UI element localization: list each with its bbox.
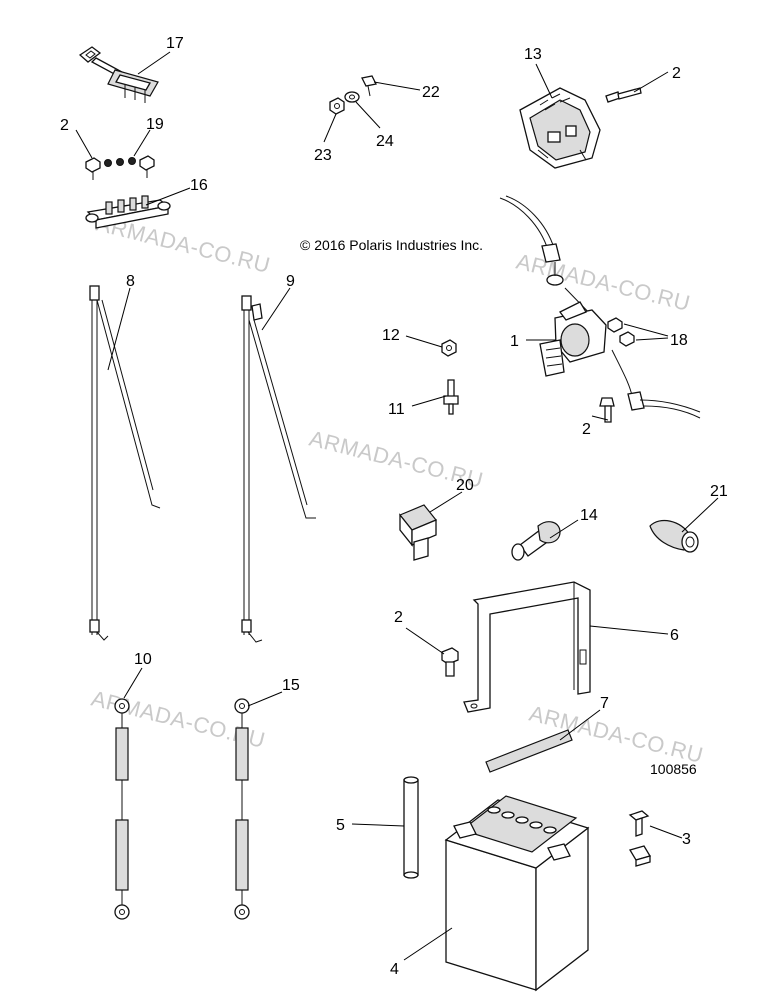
callout-2c: 2 <box>582 421 591 438</box>
leader-4 <box>403 927 453 961</box>
part-15-battery-cable <box>234 698 250 920</box>
callout-18: 18 <box>670 332 688 349</box>
leader-20 <box>429 491 463 513</box>
callout-2d: 2 <box>394 609 403 626</box>
leader-7 <box>559 709 601 741</box>
callout-9: 9 <box>286 273 295 290</box>
part-7-pad <box>485 729 573 773</box>
callout-16: 16 <box>190 177 208 194</box>
leader-12 <box>405 335 443 348</box>
leader-2b <box>633 71 669 93</box>
part-2-bolt-lower <box>441 647 459 677</box>
callout-7: 7 <box>600 695 609 712</box>
callout-2a: 2 <box>60 117 69 134</box>
callout-20: 20 <box>456 477 474 494</box>
part-19-hardware <box>85 155 155 180</box>
leader-16 <box>145 187 191 206</box>
callout-2b: 2 <box>672 65 681 82</box>
callout-3: 3 <box>682 831 691 848</box>
part-17-strap-tab <box>78 46 159 103</box>
callout-13: 13 <box>524 46 542 63</box>
callout-8: 8 <box>126 273 135 290</box>
copyright-text: © 2016 Polaris Industries Inc. <box>300 237 483 253</box>
leader-lines <box>75 51 719 961</box>
callout-23: 23 <box>314 147 332 164</box>
callout-12: 12 <box>382 327 400 344</box>
watermark-5: ARMADA-CO.RU <box>527 701 706 768</box>
part-14-elbow-boot <box>511 521 561 561</box>
leader-17 <box>137 51 171 75</box>
part-2-bolt-upper <box>605 87 642 103</box>
leader-21 <box>681 497 719 533</box>
leader-14 <box>549 519 579 539</box>
watermark-2: ARMADA-CO.RU <box>514 249 693 316</box>
part-16-terminal-block <box>85 195 171 229</box>
leader-13 <box>535 63 553 99</box>
callout-24: 24 <box>376 133 394 150</box>
leader-11 <box>411 395 447 407</box>
callout-10: 10 <box>134 651 152 668</box>
watermarks: ARMADA-CO.RU ARMADA-CO.RU ARMADA-CO.RU A… <box>89 211 706 768</box>
leader-22 <box>373 81 421 91</box>
callout-14: 14 <box>580 507 598 524</box>
part-18-nuts <box>607 317 635 347</box>
callout-11: 11 <box>388 401 405 418</box>
figure-number: 100856 <box>650 761 697 777</box>
part-13-control-module <box>519 87 601 169</box>
part-6-bracket <box>463 581 591 713</box>
part-1-solenoid <box>499 195 701 419</box>
part-11-stud <box>443 379 459 415</box>
part-22-23-24-hardware <box>329 75 377 115</box>
leader-2c <box>591 415 609 421</box>
part-12-nut <box>441 339 457 357</box>
leader-24 <box>355 101 381 129</box>
callout-19: 19 <box>146 116 164 133</box>
part-9-cable <box>241 295 316 643</box>
leader-8 <box>107 287 131 371</box>
part-20-terminal-boot <box>399 504 437 561</box>
callout-22: 22 <box>422 84 440 101</box>
leader-6 <box>589 625 669 635</box>
leader-15 <box>247 691 283 707</box>
leader-10 <box>123 667 143 699</box>
callout-21: 21 <box>710 483 728 500</box>
callout-5: 5 <box>336 817 345 834</box>
leader-5 <box>351 823 405 827</box>
callout-17: 17 <box>166 35 184 52</box>
leader-3 <box>649 825 683 839</box>
callouts: 17 2 19 16 13 2 22 23 24 8 9 12 11 1 18 … <box>60 35 728 978</box>
part-4-battery <box>444 795 590 992</box>
leader-19 <box>133 129 151 157</box>
leader-9 <box>261 287 291 331</box>
callout-1: 1 <box>510 333 519 350</box>
part-10-battery-cable <box>114 698 130 920</box>
part-3-hardware <box>628 810 651 867</box>
leader-18b <box>635 337 669 341</box>
part-8-cable <box>89 285 161 641</box>
part-21-terminal-cover <box>649 519 699 553</box>
callout-4: 4 <box>390 961 399 978</box>
callout-6: 6 <box>670 627 679 644</box>
leader-18a <box>623 323 669 337</box>
part-2-bolt-mid <box>599 397 615 423</box>
leader-23 <box>323 113 337 143</box>
leader-2a <box>75 129 93 159</box>
callout-15: 15 <box>282 677 300 694</box>
leader-2d <box>405 627 445 655</box>
part-5-vent-tube <box>403 776 419 879</box>
